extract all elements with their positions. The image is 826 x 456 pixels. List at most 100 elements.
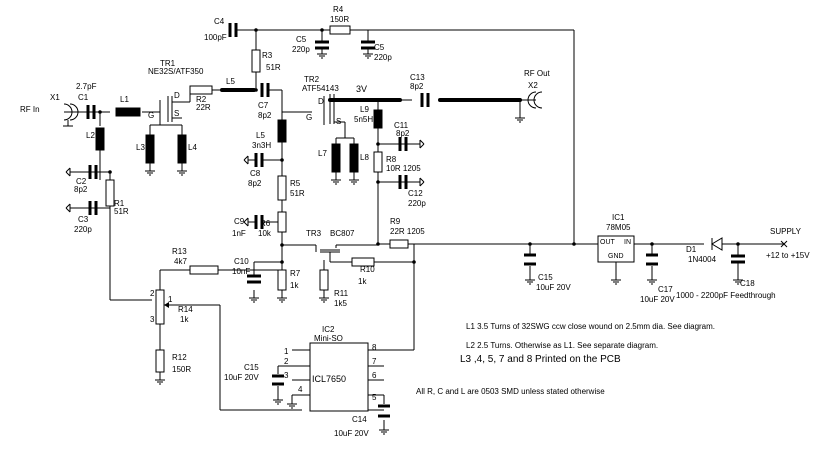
ic2-pkg: Mini-SO: [314, 334, 343, 343]
c15-ic2-capacitor: [272, 374, 284, 386]
tr3-transistor: [320, 249, 342, 263]
l5-inductor: [277, 119, 287, 143]
c8-ref: C8: [250, 169, 261, 178]
c10-ref: C10: [234, 257, 249, 266]
r13-ref: R13: [172, 247, 187, 256]
l4-ref: L4: [188, 143, 197, 152]
l1-inductor: [115, 107, 141, 117]
tr1-s: S: [174, 109, 179, 118]
c5-capacitor-b: [361, 40, 375, 50]
r11-resistor: [319, 269, 329, 291]
c11-value: 8p2: [396, 129, 410, 138]
labels: X1 RF In 2.7pF C1 L1 L2 C2 8p2 R1 51R C3…: [20, 5, 810, 438]
l5b-value: 3n3H: [252, 141, 271, 150]
tr2-value: ATF54143: [302, 84, 339, 93]
r1-ref: R1: [114, 199, 125, 208]
c17-capacitor: [646, 253, 658, 266]
l2-inductor: [95, 127, 105, 151]
notes: L1 3.5 Turns of 32SWG ccw close wound on…: [416, 322, 715, 396]
ground-symbols: [145, 48, 743, 435]
c15b-value: 10uF 20V: [536, 283, 571, 292]
r6-value: 10k: [258, 229, 272, 238]
l1-ref: L1: [120, 95, 129, 104]
r12-resistor: [155, 349, 165, 373]
r10-resistor: [351, 257, 375, 267]
r5-ref: R5: [290, 179, 301, 188]
r5-resistor: [277, 175, 287, 201]
l2-ref: L2: [86, 131, 95, 140]
tr1-ref: TR1: [160, 59, 176, 68]
c15b-ref: C15: [538, 273, 553, 282]
tr3-value: BC807: [330, 229, 355, 238]
r6-resistor: [277, 211, 287, 233]
ic2-pin2: 2: [284, 357, 289, 366]
note-smd: All R, C and L are 0503 SMD unless state…: [416, 387, 605, 396]
x1-ref: X1: [50, 93, 60, 102]
r14-pin3: 3: [150, 315, 155, 324]
c15-supply-capacitor: [524, 253, 536, 266]
tr3-ref: TR3: [306, 229, 322, 238]
c12-value: 220p: [408, 199, 426, 208]
supply-name: SUPPLY: [770, 227, 802, 236]
x1-name: RF In: [20, 105, 40, 114]
c2-capacitor: [88, 165, 98, 179]
r11-ref: R11: [334, 289, 349, 298]
ic1-value: 78M05: [606, 223, 631, 232]
l4-inductor: [177, 134, 187, 164]
l3-ref: L3: [136, 143, 145, 152]
x2-ref: X2: [528, 81, 538, 90]
r14-value: 1k: [180, 315, 189, 324]
r2-resistor: [189, 85, 213, 95]
l3-inductor: [145, 134, 155, 164]
l5a-ref: L5: [226, 77, 235, 86]
tr1-value: NE32S/ATF350: [148, 67, 204, 76]
supply-terminal-icon: [780, 240, 788, 248]
c1-value: 2.7pF: [76, 82, 97, 91]
tr1-transistor: [167, 96, 173, 122]
d1-diode: [711, 237, 723, 251]
c7-ref: C7: [258, 101, 269, 110]
c4-capacitor: [228, 23, 238, 37]
ic1-regulator: [597, 235, 635, 263]
c3-ref: C3: [78, 215, 89, 224]
r2-value: 22R: [196, 103, 211, 112]
c14-capacitor: [378, 404, 390, 418]
l5b-ref: L5: [256, 131, 265, 140]
c5b-ref: C5: [374, 43, 385, 52]
r7-value: 1k: [290, 281, 299, 290]
ic1-gnd: GND: [608, 253, 624, 260]
c2-ref: C2: [76, 177, 87, 186]
ic2-value: ICL7650: [312, 374, 346, 384]
r7-resistor: [277, 269, 287, 291]
c5a-value: 220p: [292, 45, 310, 54]
r9-value: 22R 1205: [390, 227, 425, 236]
r9-ref: R9: [390, 217, 401, 226]
l8-inductor: [349, 143, 359, 173]
l7-inductor: [331, 143, 341, 173]
note-printed: L3 ,4, 5, 7 and 8 Printed on the PCB: [460, 354, 621, 365]
ic2-ref: IC2: [322, 325, 335, 334]
rf-in-connector: [63, 103, 79, 127]
ic1-ref: IC1: [612, 213, 625, 222]
r4-resistor: [329, 25, 351, 35]
ic1-out: OUT: [600, 239, 616, 246]
c3-value: 220p: [74, 225, 92, 234]
c8-capacitor: [254, 153, 264, 167]
tr2-d: D: [318, 97, 324, 106]
r8-ref: R8: [386, 155, 397, 164]
r13-value: 4k7: [174, 257, 187, 266]
c13-ref: C13: [410, 73, 425, 82]
r3-value: 51R: [266, 63, 281, 72]
r1-value: 51R: [114, 207, 129, 216]
c18-ref: C18: [740, 279, 755, 288]
c4-ref: C4: [214, 17, 225, 26]
x2-name: RF Out: [524, 69, 551, 78]
c18-capacitor: [731, 254, 745, 264]
r14-ref: R14: [178, 305, 193, 314]
r2-ref: R2: [196, 95, 207, 104]
ic2-pin6: 6: [372, 371, 377, 380]
tr2-g: G: [306, 113, 312, 122]
c4-value: 100pF: [204, 33, 227, 42]
r1-resistor: [105, 179, 115, 207]
